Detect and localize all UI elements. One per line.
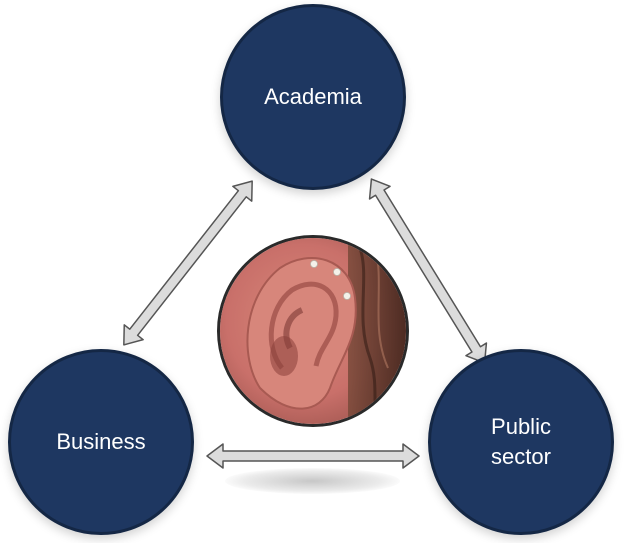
arrow-business-public-sector [206, 443, 420, 469]
arrow-academia-public-sector [368, 178, 488, 364]
node-public-sector-label-line2: sector [491, 444, 551, 469]
node-academia: Academia [220, 4, 406, 190]
node-public-sector-label-line1: Public [491, 414, 551, 439]
center-shadow [225, 468, 400, 494]
ear-photo [217, 235, 409, 427]
node-business-label: Business [56, 429, 146, 454]
node-business: Business [8, 349, 194, 535]
node-public-sector: Public sector [428, 349, 614, 535]
node-public-sector-label: Public sector [491, 412, 551, 472]
ear-with-piercings-image [220, 238, 406, 424]
node-academia-label: Academia [264, 84, 362, 109]
arrow-academia-business [123, 180, 253, 346]
